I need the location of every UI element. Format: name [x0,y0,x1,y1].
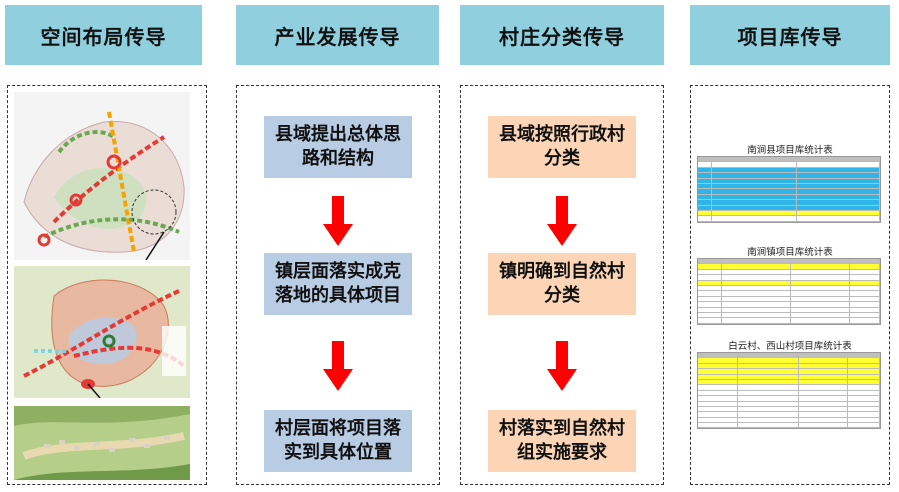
county-table-title: 南涧县项目库统计表 [747,145,833,156]
town-map-thumbnail [14,266,190,398]
down-arrow-icon [547,196,577,246]
village-step-natural-village: 村落实到自然村组实施要求 [488,410,636,472]
village-step-county: 县域按照行政村分类 [488,116,636,178]
project-library-column: 南涧县项目库统计表 南涧镇项目库统计表 白云村、西山村项目库统计表 [690,85,890,485]
village-plan-thumbnail [14,406,190,480]
industry-step-town: 镇层面落实成克落地的具体项目 [264,253,412,315]
county-map-thumbnail [14,92,190,260]
town-table-title: 南涧镇项目库统计表 [747,247,833,258]
header-project-library: 项目库传导 [690,5,890,65]
village-table-title: 白云村、西山村项目库统计表 [728,341,852,352]
down-arrow-icon [323,341,353,391]
county-project-table [697,156,881,223]
industry-step-county: 县域提出总体思路和结构 [264,116,412,178]
header-industry-development: 产业发展传导 [236,5,439,65]
header-spatial-layout: 空间布局传导 [5,5,202,65]
industry-development-column: 县域提出总体思路和结构 镇层面落实成克落地的具体项目 村层面将项目落实到具体位置 [236,85,440,485]
town-project-table [697,258,881,325]
header-village-classification: 村庄分类传导 [460,5,664,65]
spatial-layout-column [7,85,207,485]
down-arrow-icon [323,196,353,246]
village-step-town: 镇明确到自然村分类 [488,253,636,315]
industry-step-village: 村层面将项目落实到具体位置 [264,410,412,472]
down-arrow-icon [547,341,577,391]
village-classification-column: 县域按照行政村分类 镇明确到自然村分类 村落实到自然村组实施要求 [460,85,664,485]
village-project-table [697,352,881,430]
